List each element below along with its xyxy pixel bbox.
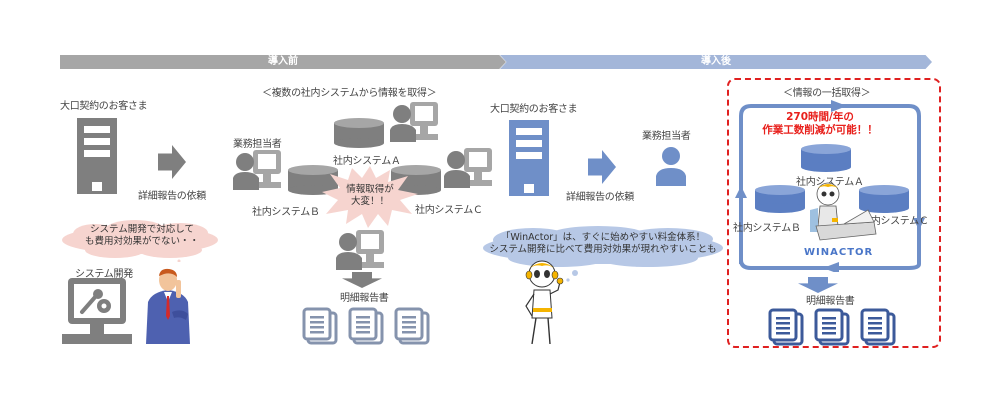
staff-pc-icon [444,148,492,188]
staff-pc-icon [336,230,384,270]
before-system-a-label: 社内システムＡ [333,156,401,167]
after-system-a-label: 社内システムＡ [796,177,864,188]
document-icon [814,308,850,346]
after-system-c-label: 社内システムＣ [861,216,929,227]
document-icon [302,307,338,345]
phase-banner-after: 導入後 [500,55,932,69]
robot-laptop-illustration [810,182,877,241]
businessman-illustration [146,268,190,344]
robot-illustration [525,260,564,344]
robot-cloud-text: 「WinActor」は、すぐに始めやすい料金体系！ システム開発に比べて費用対効… [489,232,717,255]
document-icon [860,308,896,346]
database-icon-a [801,144,851,172]
thought-cloud-blue [483,226,723,282]
person-icon [656,147,686,186]
before-system-b-label: 社内システムＢ [252,207,320,218]
database-icon-b [288,165,338,195]
highlight-box [727,78,941,348]
after-system-b-label: 社内システムＢ [733,223,801,234]
database-icon-b [755,185,805,213]
thought-cloud-pink [62,220,218,262]
after-report-label: 明細報告書 [806,296,855,307]
document-icon [348,307,384,345]
after-customer-label: 大口契約のお客さま [490,104,578,115]
building-icon [77,118,117,194]
staff-pc-icon [233,150,281,190]
staff-pc-icon [390,102,438,142]
building-icon [509,120,549,196]
dev-cloud-text: システム開発で対応して も費用対効果がでない・・ [84,224,199,247]
before-staff-label: 業務担当者 [233,139,282,150]
after-staff-label: 業務担当者 [642,131,691,142]
arrow-right-icon [158,145,186,179]
burst-shape [322,166,418,228]
after-section-title: ＜情報の一括取得＞ [783,88,871,99]
dev-label: システム開発 [75,269,133,280]
computer-gear-icon [62,278,132,344]
phase-banner-before: 導入前 [60,55,506,69]
savings-highlight: 270時間/年の 作業工数削減が可能！！ [762,111,878,136]
phase-after-label: 導入後 [701,56,731,67]
after-request-label: 詳細報告の依頼 [566,192,634,203]
document-icon [394,307,430,345]
phase-before-label: 導入前 [268,56,298,67]
cycle-arrow-loop [735,100,925,272]
document-icon [768,308,804,346]
before-report-label: 明細報告書 [340,293,389,304]
before-request-label: 詳細報告の依頼 [138,191,206,202]
winactor-logo: WINACTOR [804,247,874,258]
before-customer-label: 大口契約のお客さま [60,101,148,112]
database-icon-c [859,185,909,213]
arrow-down-icon [342,272,382,288]
before-section-title: ＜複数の社内システムから情報を取得＞ [262,88,437,99]
burst-text: 情報取得が 大変！！ [346,184,394,207]
before-system-c-label: 社内システムＣ [415,205,483,216]
database-icon-a [334,118,384,148]
arrow-right-icon [588,150,616,184]
